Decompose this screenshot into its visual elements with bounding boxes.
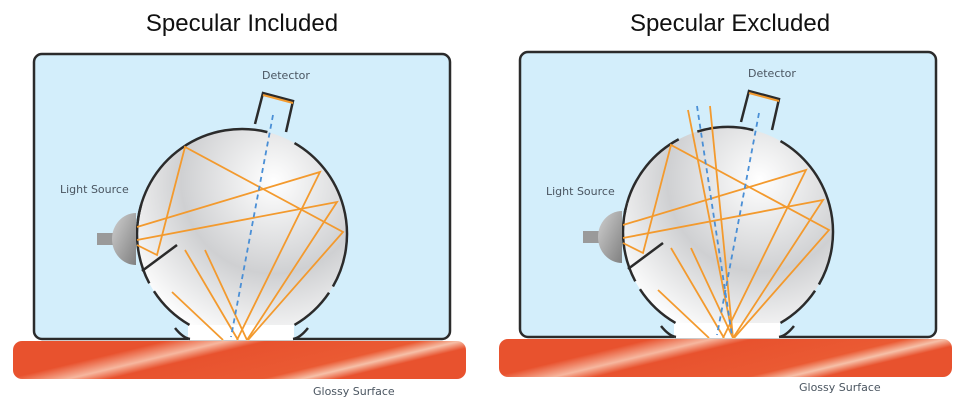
light-source-stem <box>583 231 600 243</box>
sphere-wall <box>779 290 817 325</box>
sphere-wall <box>779 139 835 286</box>
light-source-icon <box>112 213 136 265</box>
baffle <box>627 241 664 271</box>
light-source-stem <box>97 233 114 245</box>
panel-title-specular-included: Specular Included <box>145 10 339 37</box>
light-ray <box>687 109 734 339</box>
panel-title-specular-excluded: Specular Excluded <box>629 10 831 37</box>
sphere-wall <box>625 138 680 204</box>
light-ray <box>136 200 339 341</box>
light-ray <box>670 247 725 339</box>
port-lip <box>778 325 795 339</box>
port-lip <box>174 327 191 341</box>
light-ray <box>204 249 248 341</box>
specular-ray <box>696 105 733 337</box>
light-ray <box>622 143 831 339</box>
light-ray <box>171 291 224 341</box>
detector-view-ray <box>716 112 760 336</box>
light-source-label: Light Source <box>60 183 129 196</box>
sphere-wall <box>152 290 191 327</box>
sphere-wall <box>136 127 268 224</box>
detector-label: Detector <box>262 69 310 82</box>
sphere-wall <box>293 141 349 288</box>
light-ray <box>709 105 734 339</box>
port-lip <box>292 327 309 341</box>
sphere-wall <box>696 125 754 133</box>
detector-label: Detector <box>748 67 796 80</box>
detector-sensor <box>262 94 294 104</box>
light-ray <box>690 247 734 339</box>
glossy-surface <box>499 339 952 377</box>
glossy-surface-label: Glossy Surface <box>799 381 881 394</box>
detector-sensor <box>748 92 780 102</box>
light-ray <box>622 168 808 339</box>
baffle <box>141 243 178 273</box>
light-ray <box>622 198 825 339</box>
port-lip <box>660 325 677 339</box>
sphere-wall <box>293 292 331 327</box>
light-source-icon <box>598 211 622 263</box>
light-ray <box>184 249 239 341</box>
glossy-surface-label: Glossy Surface <box>313 385 395 398</box>
detector-view-ray <box>230 114 274 338</box>
light-ray <box>136 145 345 341</box>
light-ray <box>136 170 322 341</box>
glossy-surface <box>13 341 466 379</box>
light-source-label: Light Source <box>546 185 615 198</box>
detector-icon <box>253 91 295 133</box>
sphere-wall <box>638 288 677 325</box>
light-ray <box>657 289 710 339</box>
sphere-wall <box>623 208 627 214</box>
detector-icon <box>739 89 781 131</box>
